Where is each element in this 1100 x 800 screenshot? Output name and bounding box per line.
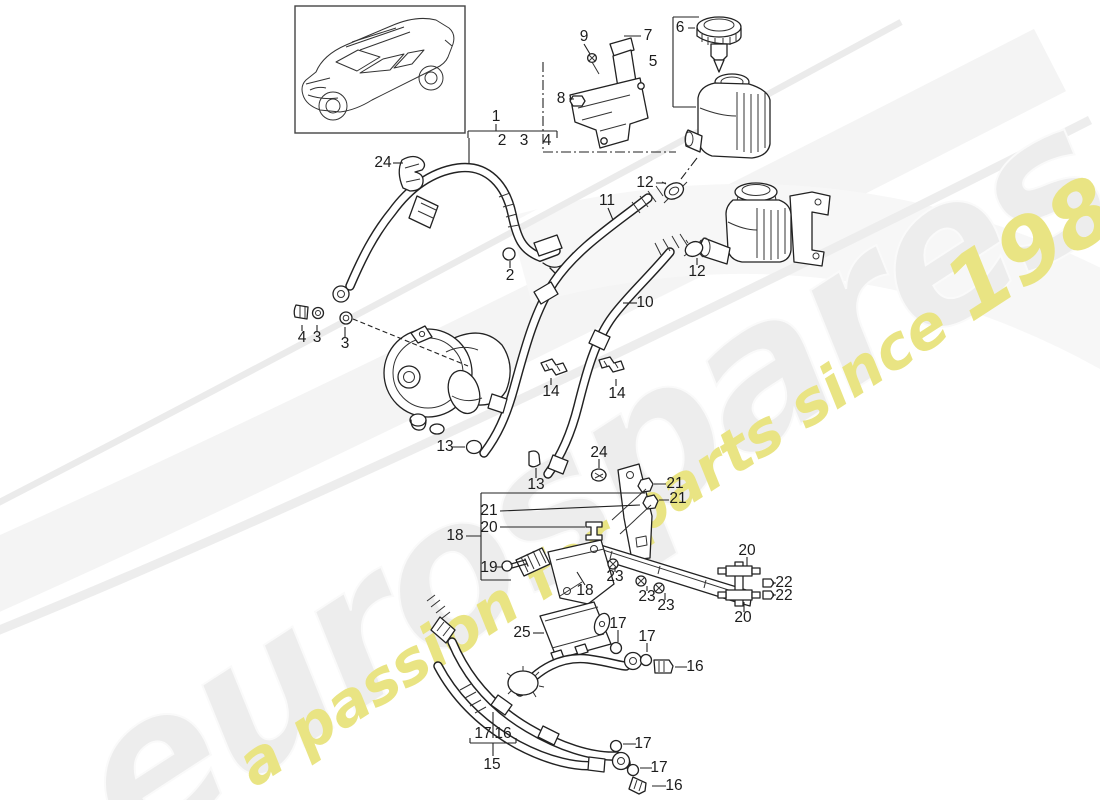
callout-2: 2 (505, 267, 515, 284)
callout-17: 17 (634, 735, 652, 752)
callout-16: 16 (665, 777, 683, 794)
callout-14: 14 (608, 385, 626, 402)
clip-14-drawings (540, 356, 625, 376)
callout-17: 17 (638, 628, 656, 645)
callout-16: 16 (686, 658, 704, 675)
protective-cover-drawing (539, 601, 612, 662)
callout-2: 2 (497, 132, 507, 149)
callout-11: 11 (598, 192, 616, 209)
reservoir-exploded-drawing (684, 16, 771, 159)
callout-18: 18 (576, 582, 594, 599)
callout-23: 23 (606, 568, 624, 585)
callout-25: 25 (513, 624, 531, 641)
callout-21: 21 (480, 502, 498, 519)
callout-15: 15 (483, 756, 501, 773)
callout-1: 1 (491, 108, 501, 125)
callout-4: 4 (542, 132, 552, 149)
callout-3: 3 (312, 329, 322, 346)
callout-24: 24 (590, 444, 608, 461)
pressure-line-drawing (426, 594, 674, 795)
callout-4: 4 (297, 329, 307, 346)
callout-14: 14 (542, 383, 560, 400)
mounting-bracket-drawing (569, 37, 649, 149)
hose-10-drawing (543, 233, 688, 479)
leader-lines (301, 16, 776, 787)
callout-17: 17 (650, 759, 668, 776)
callout-12: 12 (636, 174, 654, 191)
callout-12: 12 (688, 263, 706, 280)
supply-hose-drawing (293, 155, 574, 325)
callout-18: 18 (446, 527, 464, 544)
callout-19: 19 (480, 559, 498, 576)
callout-17: 17 (474, 725, 492, 742)
callout-10: 10 (636, 294, 654, 311)
callout-22: 22 (775, 587, 793, 604)
callout-21: 21 (669, 490, 687, 507)
callout-13: 13 (436, 438, 454, 455)
group-boundary (542, 62, 698, 180)
bracket-assembly-drawing (501, 463, 775, 607)
callout-21: 21 (666, 475, 684, 492)
car-thumbnail (294, 5, 466, 134)
reservoir-installed-drawing (683, 182, 831, 267)
callout-20: 20 (734, 609, 752, 626)
callout-24: 24 (374, 154, 392, 171)
callout-22: 22 (775, 574, 793, 591)
callout-16: 16 (494, 725, 512, 742)
callout-3: 3 (340, 335, 350, 352)
callout-6: 6 (675, 19, 685, 36)
callout-13: 13 (527, 476, 545, 493)
callout-20: 20 (738, 542, 756, 559)
callout-5: 5 (648, 53, 658, 70)
callout-23: 23 (657, 597, 675, 614)
pump-drawing (383, 325, 607, 482)
callout-7: 7 (643, 27, 653, 44)
callout-8: 8 (556, 90, 566, 107)
callout-20: 20 (480, 519, 498, 536)
hose-clamp-12-drawing (661, 181, 688, 204)
hose-11-drawing (479, 185, 664, 458)
callout-9: 9 (579, 28, 589, 45)
callout-23: 23 (638, 588, 656, 605)
callout-3: 3 (519, 132, 529, 149)
callout-17: 17 (609, 615, 627, 632)
